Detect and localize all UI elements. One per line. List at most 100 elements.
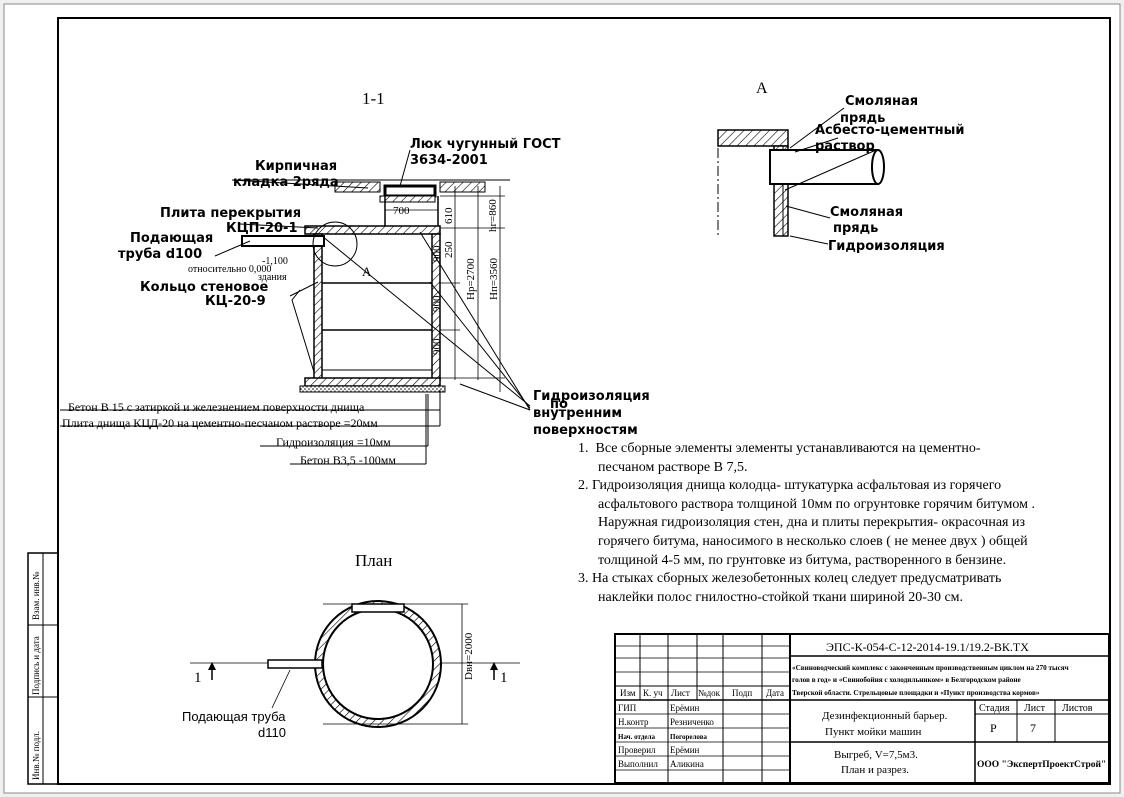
tb-name-gip: Ерёмин <box>670 703 700 713</box>
plan-labels: 1 1 Dвн=2000 Подающая труба d110 <box>182 632 508 740</box>
dim-hr: hг=860 <box>487 199 499 232</box>
tb-role-proveril: Проверил <box>618 745 656 755</box>
tb-title2-1: Выгреб, V=7,5м3. <box>834 749 918 761</box>
note-2-line-5: толщиной 4-5 мм, по грунтовке из битума,… <box>598 552 1007 568</box>
tb-head-data: Дата <box>766 688 784 698</box>
label-callout-a: А <box>362 264 372 279</box>
section-dimensions: 700 610 250 900 900 900 hг=860 Hр=2700 H… <box>393 199 500 355</box>
label-elev-note-1: относительно 0,000 <box>188 264 271 275</box>
plan-pipe-label-1: Подающая труба <box>182 709 286 724</box>
stamp-sign-label: Подпись и дата <box>31 636 41 695</box>
label-inner-waterproof-3: внутренним <box>533 406 622 421</box>
plan-cut-right: 1 <box>500 670 508 686</box>
tb-title1-1: Дезинфекционный барьер. <box>822 710 948 722</box>
tb-stage: Р <box>990 721 997 735</box>
tb-sheet: 7 <box>1030 721 1036 735</box>
label-inlet-1: Подающая <box>130 231 213 246</box>
label-slab-2: КЦП-20-1 <box>226 221 298 236</box>
plan-pipe-label-2: d110 <box>258 725 286 740</box>
material-bottom-slab: Плита днища КЦД-20 на цементно-песчаном … <box>62 416 378 430</box>
tb-head-list: Лист <box>671 688 690 698</box>
dim-900-b: 900 <box>431 295 443 312</box>
label-inner-waterproof-2: по <box>550 397 568 412</box>
note-3-line-1: 3. На стыках сборных железобетонных коле… <box>578 571 1002 587</box>
tb-title2-2: План и разрез. <box>841 764 909 776</box>
tb-company: ООО "ЭкспертПроектСтрой" <box>977 759 1106 770</box>
label-inner-waterproof-1: Гидроизоляция <box>533 389 650 404</box>
title-block <box>614 633 1110 784</box>
dim-700: 700 <box>393 205 410 217</box>
tb-head-kuch: К. уч <box>643 688 663 698</box>
tb-head-podp: Подп <box>732 688 752 698</box>
note-1-line-1: 1. Все сборные элементы элементы устанав… <box>578 441 981 456</box>
note-1-line-2: песчаном растворе В 7,5. <box>598 459 748 475</box>
label-elev: -1,100 <box>262 256 288 267</box>
detail-resin1-1: Смоляная <box>845 94 918 109</box>
label-elev-note-2: здания <box>258 272 287 283</box>
note-3-line-2: наклейки полос гнилостно-стойкой ткани ш… <box>598 589 964 605</box>
tb-role-nkontr: Н.контр <box>618 717 649 727</box>
material-concrete-b15: Бетон В 15 с затиркой и железнением пове… <box>68 400 365 414</box>
detail-title: А <box>756 80 768 97</box>
tb-project-3: Тверской области. Стрельцовые площадки и… <box>792 689 1040 697</box>
dim-900-a: 900 <box>431 245 443 262</box>
tb-role-nach: Нач. отдела <box>618 733 655 741</box>
note-2-line-3: Наружная гидроизоляция стен, дна и плиты… <box>598 515 1026 531</box>
label-cast-hatch-2: 3634-2001 <box>410 153 488 168</box>
detail-waterproof: Гидроизоляция <box>828 239 945 254</box>
tb-name-nach: Погорелова <box>670 733 707 741</box>
tb-project-1: «Свиноводческий комплекс с законченным п… <box>792 664 1069 672</box>
margin-stamp: Инв.№ подл. Подпись и дата Взам. инв.№ <box>27 552 59 785</box>
label-brick-1: Кирпичная <box>255 159 337 174</box>
tb-name-proveril: Ерёмин <box>670 745 700 755</box>
dim-hn: Hп=3560 <box>488 257 500 300</box>
section-labels: Люк чугунный ГОСТ 3634-2001 Кирпичная кл… <box>118 137 650 438</box>
tb-project-2: голов в год» и «Свинобойня с холодильник… <box>792 676 1021 684</box>
stamp-inv-label: Инв.№ подл. <box>31 731 41 780</box>
plan-dim-dvn: Dвн=2000 <box>463 632 475 680</box>
section-drawing <box>60 149 531 465</box>
note-2-line-2: асфальтового раствора толщиной 10мм по о… <box>598 496 1035 512</box>
tb-stage-head: Стадия <box>979 703 1010 714</box>
section-title: 1-1 <box>362 89 385 108</box>
label-ring-1: Кольцо стеновое <box>140 280 269 295</box>
tb-sheet-head: Лист <box>1024 703 1046 714</box>
tb-head-ndok: №док <box>698 688 721 698</box>
plan-cut-left: 1 <box>194 670 202 686</box>
label-inner-waterproof-4: поверхностям <box>533 423 638 438</box>
material-waterproof: Гидроизоляция =10мм <box>276 435 391 449</box>
detail-resin1-2: прядь <box>840 111 885 126</box>
tb-sheets-head: Листов <box>1062 703 1093 714</box>
tb-role-vypolnil: Выполнил <box>618 759 658 769</box>
dim-250: 250 <box>443 241 455 258</box>
note-2-line-1: 2. Гидроизоляция днища колодца- штукатур… <box>578 478 1002 494</box>
title-block-text: ЭПС-К-054-С-12-2014-19.1/19.2-ВК.ТХ «Сви… <box>618 640 1106 776</box>
tb-head-izm: Изм <box>620 688 636 698</box>
tb-code: ЭПС-К-054-С-12-2014-19.1/19.2-ВК.ТХ <box>826 640 1029 654</box>
label-brick-2: кладка 2ряда <box>233 175 339 190</box>
dim-hp: Hр=2700 <box>465 258 477 300</box>
label-cast-hatch-1: Люк чугунный ГОСТ <box>410 137 561 152</box>
plan-title: План <box>355 551 392 570</box>
tb-title1-2: Пункт мойки машин <box>825 726 922 738</box>
note-2-line-4: горячего битума, наносимого в несколько … <box>598 533 1028 549</box>
detail-asbestos-2: раствор <box>815 139 875 154</box>
label-ring-2: КЦ-20-9 <box>205 294 266 309</box>
plan-drawing <box>190 600 520 728</box>
stamp-replace-label: Взам. инв.№ <box>31 572 41 620</box>
notes-block: 1. Все сборные элементы элементы устанав… <box>578 440 1098 607</box>
label-slab-1: Плита перекрытия <box>160 206 301 221</box>
detail-asbestos-1: Асбесто-цементный <box>815 123 965 138</box>
material-concrete-b35: Бетон В3,5 -100мм <box>300 453 396 467</box>
tb-name-nkontr: Резниченко <box>670 717 714 727</box>
detail-drawing <box>717 107 885 245</box>
detail-resin2-1: Смоляная <box>830 205 903 220</box>
label-inlet-2: труба d100 <box>118 247 202 262</box>
detail-labels: Смоляная прядь Асбесто-цементный раствор… <box>815 94 965 254</box>
detail-resin2-2: прядь <box>833 221 878 236</box>
dim-900-c: 900 <box>431 338 443 355</box>
tb-role-gip: ГИП <box>618 703 637 713</box>
dim-610: 610 <box>443 207 455 224</box>
tb-name-vypolnil: Аликина <box>670 759 704 769</box>
